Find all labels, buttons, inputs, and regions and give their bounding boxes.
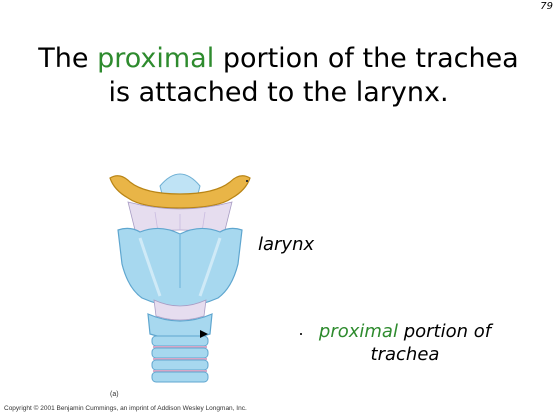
title-part2: portion of the trachea xyxy=(214,43,519,74)
title-part1: The xyxy=(38,43,97,74)
proximal-highlight: proximal xyxy=(319,321,398,342)
figure-label: (a) xyxy=(110,391,119,398)
proximal-rest: portion of xyxy=(398,321,491,342)
proximal-trachea-label: proximal portion of trachea xyxy=(300,320,510,366)
larynx-trachea-illustration xyxy=(100,168,260,393)
larynx-label: larynx xyxy=(258,234,314,255)
title-line2: is attached to the larynx. xyxy=(0,76,557,110)
copyright-notice: Copyright © 2001 Benjamin Cummings, an i… xyxy=(4,405,247,412)
title-highlight: proximal xyxy=(97,43,214,74)
trachea-rings xyxy=(152,336,208,382)
slide-title: The proximal portion of the trachea is a… xyxy=(0,42,557,110)
marker-dot-upper xyxy=(246,180,248,182)
page-number: 79 xyxy=(540,1,553,12)
trachea-word: trachea xyxy=(371,344,440,365)
